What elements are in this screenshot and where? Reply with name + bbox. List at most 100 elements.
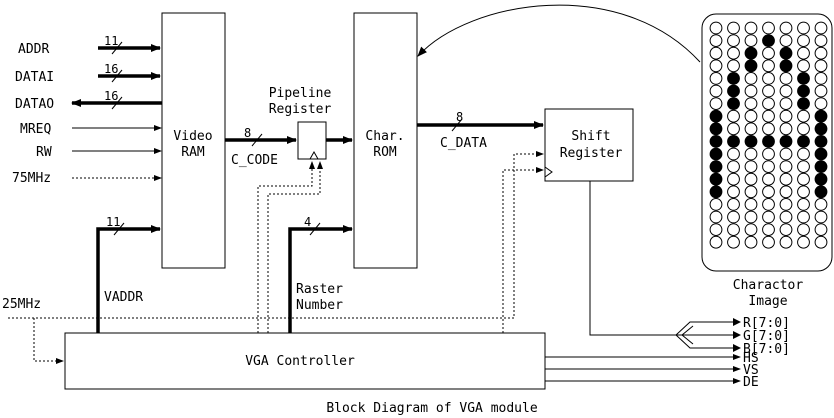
vaddr-label: VADDR <box>104 290 143 305</box>
pixel-on <box>709 172 723 186</box>
char-image-caption-1: Charactor <box>733 278 804 293</box>
vaddr-slash <box>113 222 125 236</box>
pixel-on <box>744 135 758 148</box>
pixel-on <box>814 109 828 123</box>
pixel-on <box>797 135 810 148</box>
de-label: DE <box>743 375 759 390</box>
c-code-label: C_CODE <box>231 153 278 168</box>
pixel-off <box>709 210 723 224</box>
pixel-off <box>797 185 810 199</box>
pixel-off <box>814 21 828 35</box>
pixel-off <box>797 34 810 47</box>
pixel-off <box>744 185 758 199</box>
pixel-off <box>727 210 740 224</box>
pixel-off <box>762 235 775 249</box>
pixel-off <box>814 198 828 211</box>
pixel-off <box>744 235 758 249</box>
rgb-splitter <box>675 321 735 349</box>
pixel-off <box>779 34 793 47</box>
pixel-off <box>762 160 775 174</box>
pixel-on <box>797 72 810 85</box>
raster-width: 4 <box>304 215 311 229</box>
pixel-on <box>779 59 793 73</box>
pixel-off <box>744 84 758 98</box>
pixel-on <box>709 135 723 148</box>
pixel-off <box>744 21 758 35</box>
vga-to-shift-clk <box>502 167 544 333</box>
pixel-off <box>727 109 740 123</box>
pixel-off <box>727 147 740 161</box>
pixel-off <box>797 198 810 211</box>
pixel-off <box>797 46 810 60</box>
pixel-off <box>744 198 758 211</box>
pixel-off <box>779 172 793 186</box>
c-data-slash <box>451 118 463 132</box>
pixel-off <box>814 46 828 60</box>
pixel-off <box>814 210 828 224</box>
pixel-off <box>762 210 775 224</box>
pixel-off <box>779 84 793 98</box>
c-code-width: 8 <box>244 126 251 140</box>
vs-label: VS <box>743 363 759 378</box>
pixel-off <box>762 198 775 211</box>
pixel-off <box>709 198 723 211</box>
diagram-caption: Block Diagram of VGA module <box>326 401 537 416</box>
rgb-splitter-outer <box>681 325 694 345</box>
pixel-off <box>744 223 758 237</box>
pixel-on <box>727 72 740 85</box>
pixel-off <box>779 122 793 136</box>
pixel-off <box>779 210 793 224</box>
pixel-off <box>762 46 775 60</box>
char-image-caption-2: Image <box>748 294 787 309</box>
vga-controller-block <box>64 332 546 390</box>
pixel-off <box>814 59 828 73</box>
pixel-off <box>814 34 828 47</box>
pixel-on <box>797 84 810 98</box>
pixel-off <box>797 235 810 249</box>
r-label: R[7:0] <box>743 316 790 331</box>
pixel-off <box>744 147 758 161</box>
pixel-off <box>779 72 793 85</box>
pixel-off <box>797 160 810 174</box>
pixel-off <box>744 122 758 136</box>
pixel-off <box>727 21 740 35</box>
pixel-off <box>762 72 775 85</box>
pixel-off <box>762 84 775 98</box>
pixel-on <box>814 122 828 136</box>
rgb-line <box>589 181 680 336</box>
pixel-off <box>762 109 775 123</box>
pixel-off <box>797 109 810 123</box>
shift-label-2: Register <box>560 146 623 161</box>
pixel-off <box>709 34 723 47</box>
g-label: G[7:0] <box>743 329 790 344</box>
datai-width: 16 <box>104 62 118 76</box>
pixel-off <box>779 198 793 211</box>
pixel-off <box>779 97 793 110</box>
vga-controller-label: VGA Controller <box>245 354 355 369</box>
pixel-off <box>727 223 740 237</box>
datai-label: DATAI <box>15 70 54 85</box>
pixel-off <box>814 84 828 98</box>
pixel-off <box>797 223 810 237</box>
pixel-off <box>744 72 758 85</box>
pixel-off <box>709 84 723 98</box>
pixel-off <box>744 160 758 174</box>
b-label: B[7:0] <box>743 342 790 357</box>
char-image-frame <box>701 13 833 272</box>
pixel-off <box>727 46 740 60</box>
pixel-off <box>762 59 775 73</box>
pixel-off <box>744 210 758 224</box>
image-to-rom-arrow <box>417 4 701 63</box>
c-code-slash <box>251 133 263 147</box>
pixel-on <box>797 97 810 110</box>
datao-slash <box>111 96 123 110</box>
pixel-off <box>779 185 793 199</box>
pixel-off <box>744 109 758 123</box>
pixel-on <box>814 135 828 148</box>
char-rom-label-2: ROM <box>373 145 397 160</box>
pixel-off <box>709 72 723 85</box>
char-rom-block <box>353 12 418 269</box>
pixel-off <box>727 160 740 174</box>
video-ram-label-2: RAM <box>181 145 205 160</box>
